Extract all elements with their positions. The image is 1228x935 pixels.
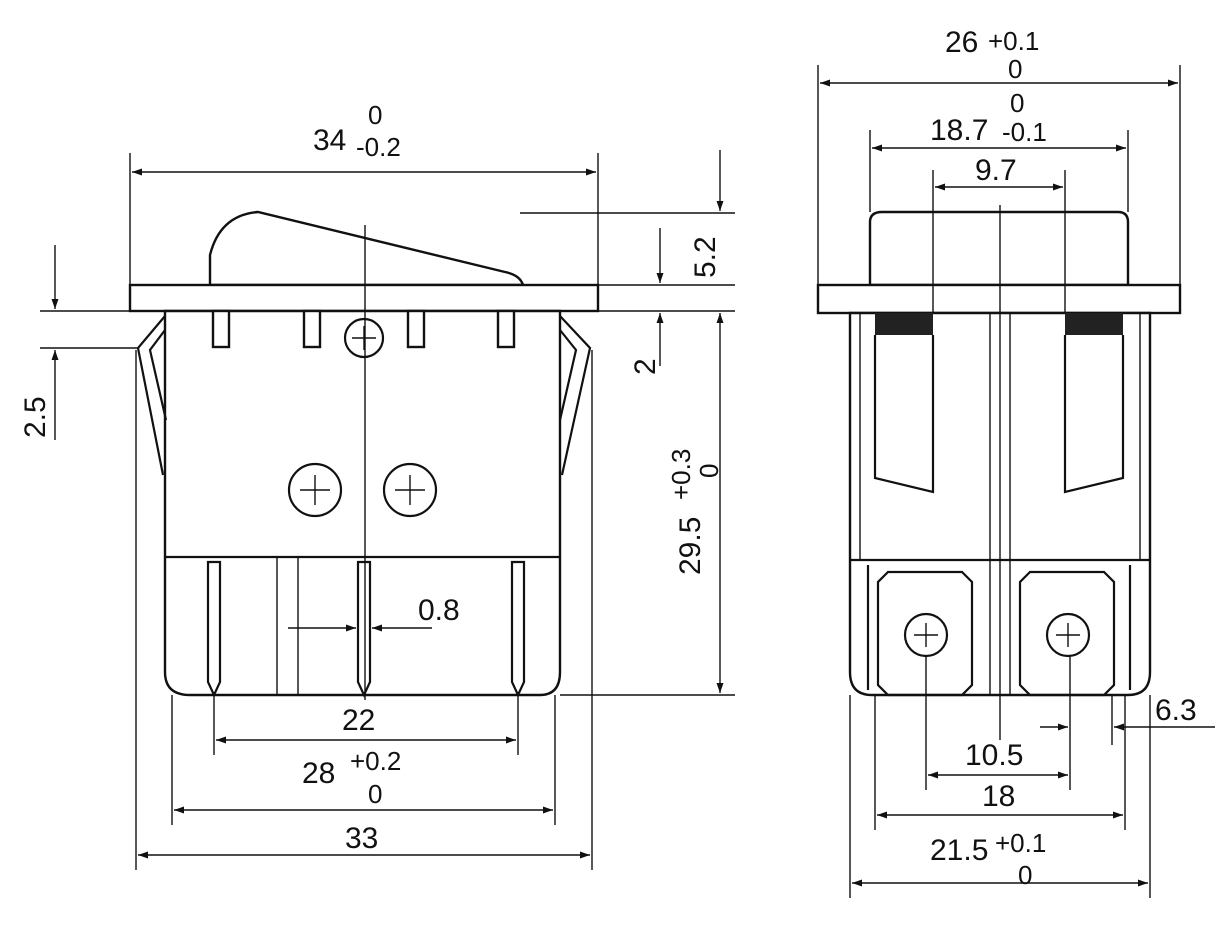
- svg-text:0: 0: [694, 464, 724, 478]
- svg-text:-0.2: -0.2: [356, 132, 401, 162]
- svg-text:-0.1: -0.1: [1002, 117, 1047, 147]
- dim-5-2: 5.2: [689, 236, 722, 278]
- side-view: 26 +0.1 0 18.7 0 -0.1 9.7 6.3 10.5 18: [816, 26, 1215, 898]
- dim-21-5: 21.5: [930, 834, 988, 867]
- svg-text:0: 0: [1010, 88, 1024, 118]
- dim-18-7: 18.7: [930, 114, 988, 147]
- right-terminal: [1018, 570, 1116, 697]
- svg-text:0: 0: [368, 100, 382, 130]
- contact-tabs: [211, 309, 516, 349]
- svg-text:+0.1: +0.1: [988, 26, 1039, 56]
- dim-29-5: 29.5: [674, 517, 707, 575]
- svg-text:0: 0: [1018, 860, 1032, 890]
- rivet-icons: [287, 317, 438, 518]
- svg-text:0: 0: [368, 779, 382, 809]
- side-rocker: [868, 210, 1130, 287]
- dim-22: 22: [342, 704, 375, 737]
- front-flange: [128, 283, 600, 313]
- side-flange: [816, 283, 1182, 315]
- dim-2: 2: [629, 358, 662, 375]
- svg-text:0: 0: [1008, 54, 1022, 84]
- dim-10-5: 10.5: [965, 739, 1023, 772]
- dim-28: 28: [302, 757, 335, 790]
- dim-0-8: 0.8: [418, 594, 460, 627]
- dim-33: 33: [345, 822, 378, 855]
- terminal-rivet-icons: [903, 612, 1091, 658]
- dim-2-5: 2.5: [19, 396, 52, 438]
- svg-text:+0.3: +0.3: [666, 449, 696, 500]
- right-clip: [559, 315, 592, 476]
- dim-18: 18: [982, 780, 1015, 813]
- terminal-pins: [206, 560, 526, 698]
- front-view: 34 0 -0.2 5.2 2 29.5 +0.3 0 2.5 0.8 22: [19, 100, 735, 870]
- rocker-actuator: [208, 210, 525, 287]
- dim-26: 26: [945, 26, 978, 59]
- front-housing: [163, 309, 562, 697]
- dim-34: 34: [313, 124, 346, 157]
- svg-text:+0.2: +0.2: [350, 746, 401, 776]
- dim-6-3: 6.3: [1155, 694, 1197, 727]
- dim-9-7: 9.7: [975, 154, 1017, 187]
- left-terminal: [876, 570, 974, 697]
- svg-text:+0.1: +0.1: [995, 828, 1046, 858]
